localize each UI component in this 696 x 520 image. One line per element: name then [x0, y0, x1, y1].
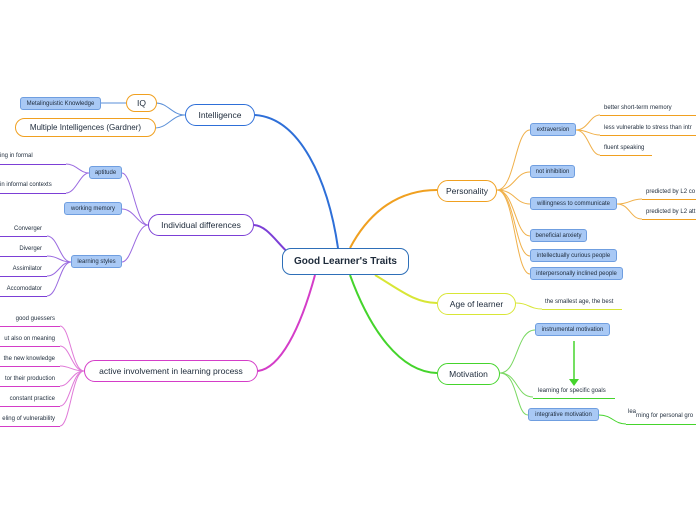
branch-age-of-learner[interactable]: Age of learner	[437, 293, 516, 315]
topic-metalinguistic-knowledge[interactable]: Metalinguistic Knowledge	[20, 97, 101, 110]
active-item-6-underline	[0, 426, 60, 427]
topic-interpersonally-inclined[interactable]: interpersonally inclined people	[530, 267, 623, 280]
willingness-l2-co-underline	[642, 199, 696, 200]
extraversion-fluent-underline	[600, 155, 652, 156]
active-item-5-underline	[0, 406, 60, 407]
age-item-underline	[542, 309, 622, 310]
aptitude-formal: ing in formal	[0, 153, 33, 159]
connector-extraversion	[496, 129, 531, 191]
branch-personality[interactable]: Personality	[437, 180, 497, 202]
connector-not-inhibition	[496, 171, 531, 191]
extraversion-fluent: fluent speaking	[604, 145, 645, 151]
topic-aptitude[interactable]: aptitude	[89, 166, 122, 179]
aptitude-formal-underline	[0, 164, 66, 165]
active-item-2: ut also on meaning	[4, 336, 55, 342]
connector-intelligence	[254, 114, 339, 249]
personal-growth-underline	[626, 424, 696, 425]
connector-extra-1	[575, 114, 601, 131]
topic-multiple-intelligences[interactable]: Multiple Intelligences (Gardner)	[15, 118, 156, 137]
connector-will-2	[616, 203, 643, 220]
aptitude-informal-underline	[0, 193, 66, 194]
extraversion-memory-underline	[600, 115, 696, 116]
relationship-arrow-head	[569, 379, 579, 386]
active-item-1: good guessers	[15, 316, 55, 322]
connector-style-3	[46, 261, 72, 277]
connector-age	[374, 274, 438, 304]
style-diverger: Diverger	[19, 246, 42, 252]
style-diverger-underline	[0, 256, 47, 257]
extraversion-stress: less vulnerable to stress than intr	[604, 125, 692, 131]
connector-extra-3	[575, 129, 601, 156]
connector-aptitude	[121, 172, 149, 226]
active-item-4-underline	[0, 386, 60, 387]
specific-goals-underline	[533, 398, 615, 399]
active-item-6: eling of vulnerability	[2, 416, 55, 422]
branch-intelligence[interactable]: Intelligence	[185, 104, 255, 126]
topic-intellectually-curious[interactable]: intellectually curious people	[530, 249, 617, 262]
topic-working-memory[interactable]: working memory	[64, 202, 122, 215]
connector-motivation	[349, 274, 438, 374]
age-item: the smallest age, the best	[545, 299, 614, 305]
connector-interpersonal	[496, 189, 531, 275]
active-item-1-underline	[0, 326, 60, 327]
topic-extraversion[interactable]: extraversion	[530, 123, 576, 136]
branch-individual-differences[interactable]: Individual differences	[148, 214, 254, 236]
connector-will-1	[616, 198, 643, 205]
extraversion-stress-underline	[600, 135, 696, 136]
personal-growth-lead: lea	[628, 409, 637, 415]
connector-active-2	[59, 345, 85, 372]
willingness-l2-att-underline	[642, 219, 696, 220]
style-accomodator-underline	[0, 296, 47, 297]
topic-iq[interactable]: IQ	[126, 94, 157, 112]
connector-anxiety	[496, 189, 531, 237]
aptitude-informal: in informal contexts	[0, 182, 52, 188]
connector-multiple	[154, 114, 186, 129]
topic-beneficial-anxiety[interactable]: beneficial anxiety	[530, 229, 587, 242]
connector-personal	[598, 414, 627, 425]
connector-style-1	[46, 235, 72, 263]
connector-curious	[496, 189, 531, 257]
style-assimilator: Assimilator	[12, 266, 42, 272]
active-item-3-underline	[0, 366, 60, 367]
style-accomodator: Accomodator	[6, 286, 42, 292]
branch-motivation[interactable]: Motivation	[437, 363, 500, 385]
connector-age-item	[515, 302, 543, 310]
topic-learning-styles[interactable]: learning styles	[71, 255, 122, 268]
connector-active-1	[59, 325, 85, 372]
connector-instrumental	[499, 329, 536, 374]
connector-integrative	[499, 372, 529, 416]
personal-growth: rning for personal gro	[636, 413, 694, 419]
active-item-4: tor their production	[4, 376, 55, 382]
willingness-l2-co: predicted by L2 co	[646, 189, 696, 195]
connector-style-4	[46, 261, 72, 297]
connector-aptitude-1	[65, 163, 90, 174]
branch-active-involvement[interactable]: active involvement in learning process	[84, 360, 258, 382]
style-converger-underline	[0, 236, 47, 237]
connector-iq	[155, 102, 186, 116]
topic-not-inhibition[interactable]: not inhibition	[530, 165, 575, 178]
connector-active	[257, 274, 316, 372]
connector-learning-styles	[121, 224, 149, 263]
extraversion-memory: better short-term memory	[604, 105, 672, 111]
topic-willingness-to-communicate[interactable]: willingness to communicate	[530, 197, 617, 210]
specific-goals: learning for specific goals	[538, 388, 606, 394]
active-item-5: constant practice	[9, 396, 55, 402]
style-assimilator-underline	[0, 276, 47, 277]
connector-personality	[349, 189, 438, 249]
topic-integrative-motivation[interactable]: integrative motivation	[528, 408, 599, 421]
connector-aptitude-2	[65, 172, 90, 194]
central-topic[interactable]: Good Learner's Traits	[282, 248, 409, 275]
topic-instrumental-motivation[interactable]: instrumental motivation	[535, 323, 610, 336]
style-converger: Converger	[13, 226, 42, 232]
connector-active-5	[59, 370, 85, 407]
connector-active-6	[59, 370, 85, 427]
connector-working-memory	[121, 208, 149, 226]
active-item-3: the new knowledge	[3, 356, 55, 362]
willingness-l2-att: predicted by L2 att	[646, 209, 696, 215]
active-item-2-underline	[0, 346, 60, 347]
